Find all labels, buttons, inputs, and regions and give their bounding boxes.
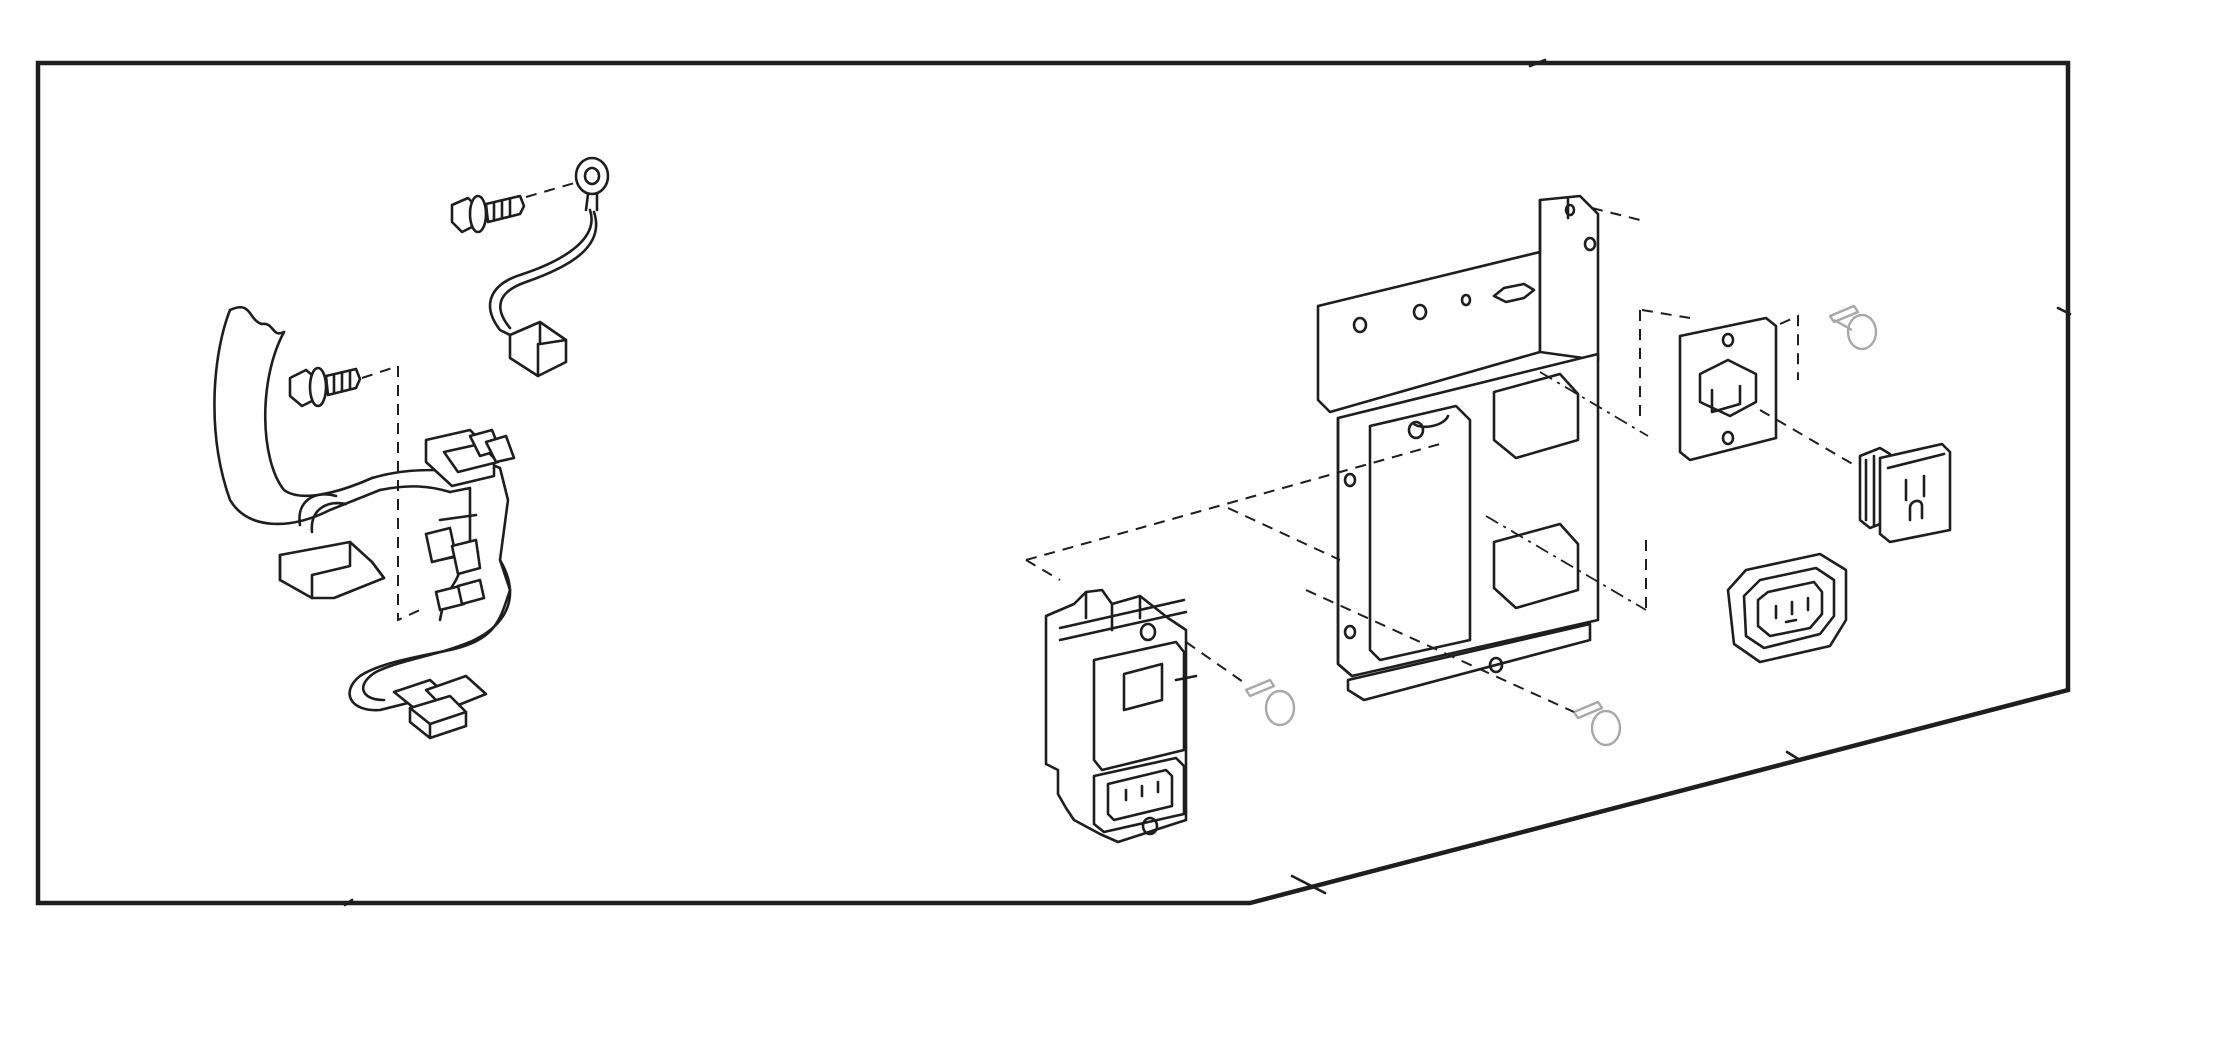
ground-screw [450, 194, 526, 234]
mounting-screws [1244, 304, 1878, 747]
ground-wire-ring-terminal [488, 156, 610, 378]
leader-line [1779, 314, 1799, 380]
leader-line [1025, 443, 1441, 561]
power-inlet-fuse-module [1044, 588, 1198, 844]
mounting-bracket [1316, 194, 1600, 702]
panel-tick [1528, 58, 1547, 68]
leader-line [1591, 207, 1641, 221]
leader-line [1185, 641, 1247, 685]
wire-harness [213, 306, 516, 740]
panel-outline [35, 60, 2071, 906]
leader-line [1227, 507, 1341, 561]
screw-middle [1244, 678, 1296, 727]
panel-tick [343, 898, 354, 907]
leader-line [361, 364, 421, 622]
harness-screw [288, 366, 362, 408]
center-line [1485, 515, 1647, 611]
screw-top-right [1828, 304, 1878, 351]
leader-line [1639, 309, 1691, 420]
screw-bottom [1572, 700, 1622, 747]
panel-tick [1290, 874, 1327, 895]
panel-tick [2056, 306, 2072, 316]
ac-outlet-receptacle [1858, 442, 1952, 544]
leader-line [525, 181, 579, 198]
center-line [1539, 371, 1649, 437]
panel-tick [1785, 750, 1802, 762]
outlet-cover-plate [1678, 316, 1778, 462]
leader-line [1025, 559, 1061, 581]
iec-power-outlet [1726, 552, 1848, 664]
